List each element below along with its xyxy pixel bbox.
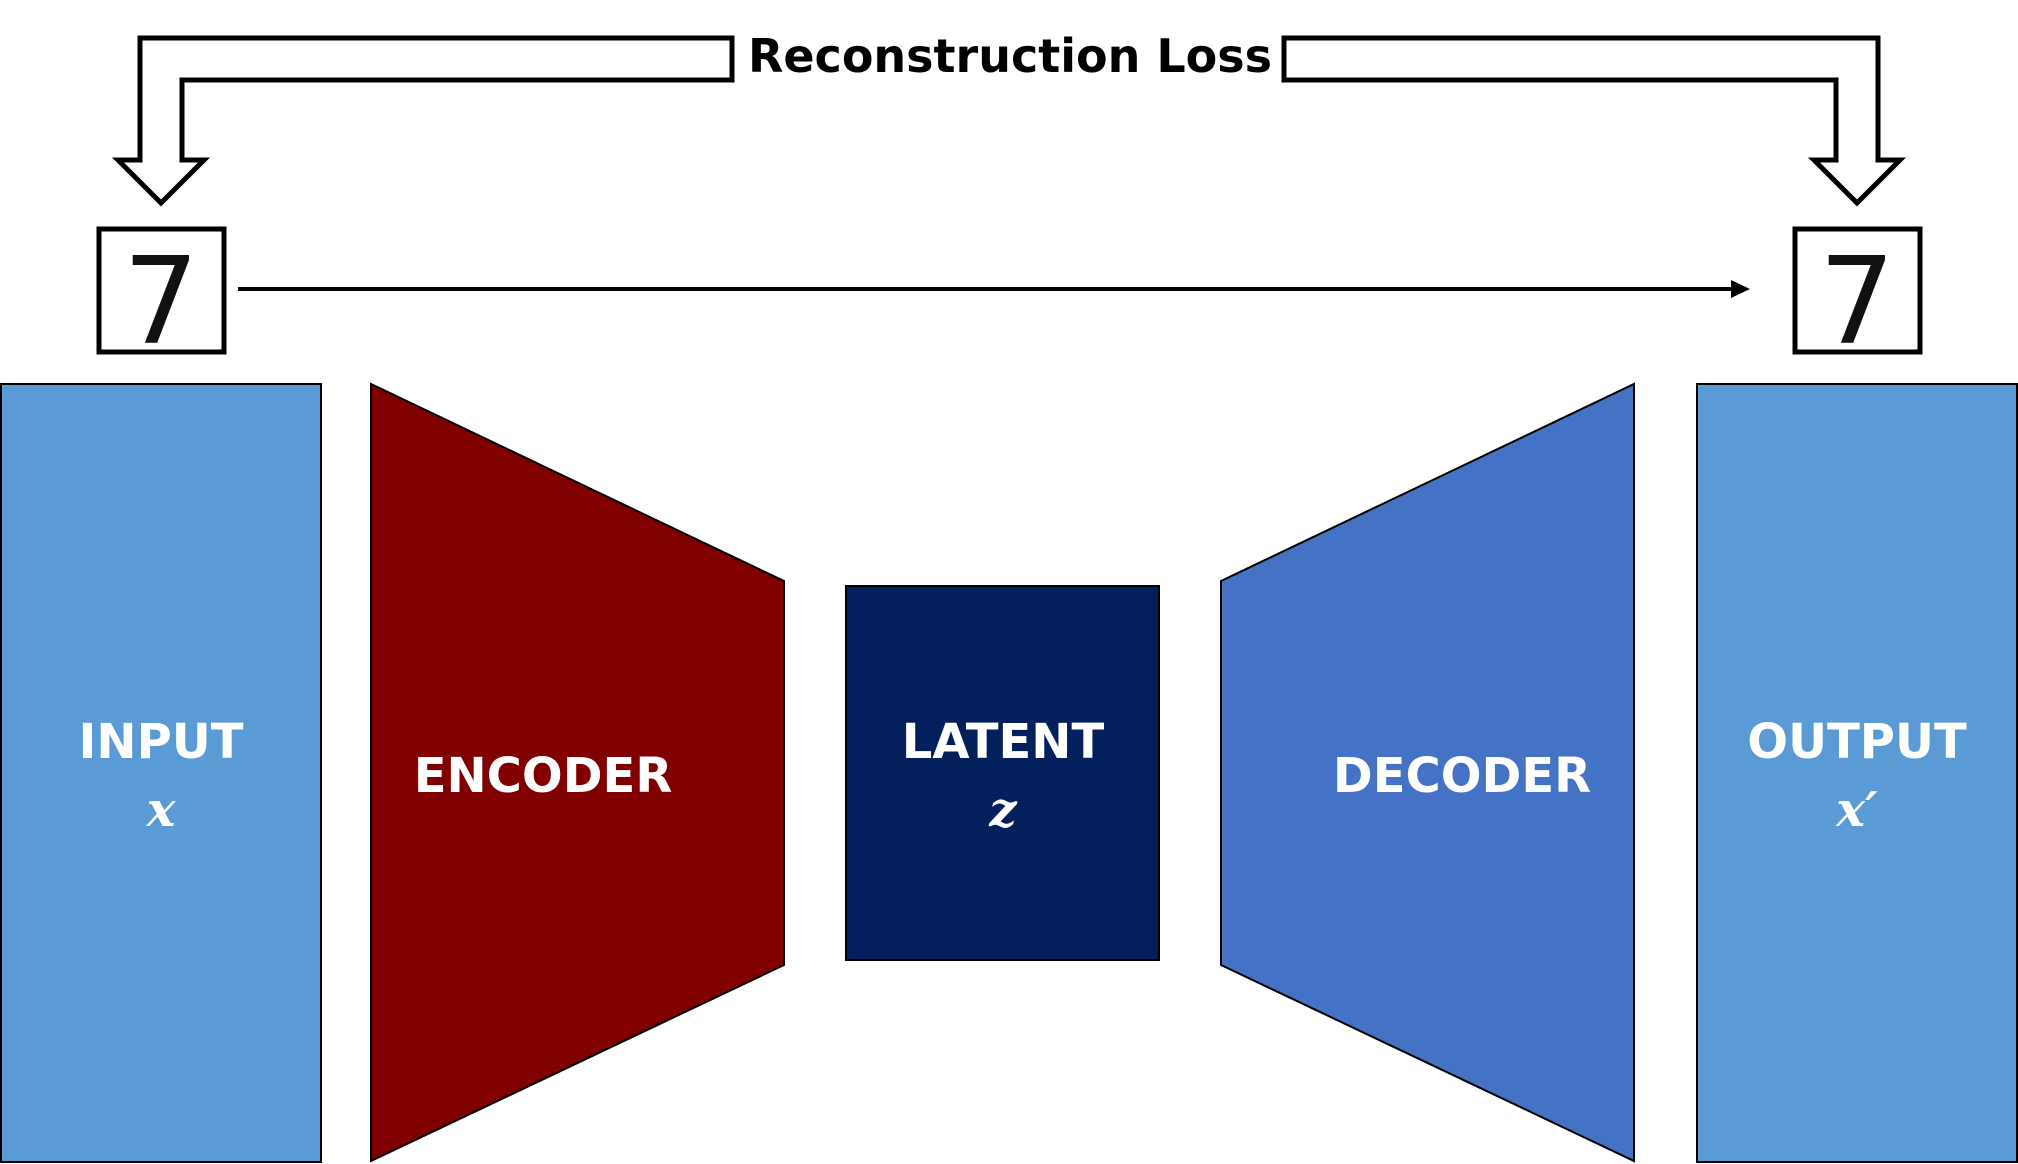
encoder-block-title: ENCODER [414,748,673,804]
decoder-block: DECODER [1220,382,1635,1163]
input-block: INPUT x [0,383,322,1163]
reconstruction-loss-label: Reconstruction Loss [748,29,1272,83]
loss-arrow-right [1281,35,1907,207]
loss-arrow-left [111,35,735,207]
input-digit-image: 7 [96,226,227,372]
latent-symbol: z [988,782,1018,838]
encoder-block: ENCODER [370,382,785,1163]
output-block-title: OUTPUT [1747,714,1967,770]
decoder-block-title: DECODER [1333,748,1591,804]
output-digit-glyph: 7 [1819,233,1895,372]
input-digit-glyph: 7 [123,233,199,372]
decoder-block-shape [1220,382,1635,1163]
latent-block-title: LATENT [902,714,1105,770]
output-block-shape [1696,383,2018,1163]
output-digit-image: 7 [1792,226,1923,372]
encoder-block-shape [370,382,785,1163]
output-symbol: x′ [1835,782,1878,838]
input-to-output-arrowhead [1731,280,1750,298]
input-block-title: INPUT [79,714,244,770]
input-block-shape [0,383,322,1163]
input-symbol: x [146,782,177,838]
output-block: OUTPUT x′ [1696,383,2018,1163]
latent-block: LATENT z [845,585,1160,961]
latent-block-shape [845,585,1160,961]
